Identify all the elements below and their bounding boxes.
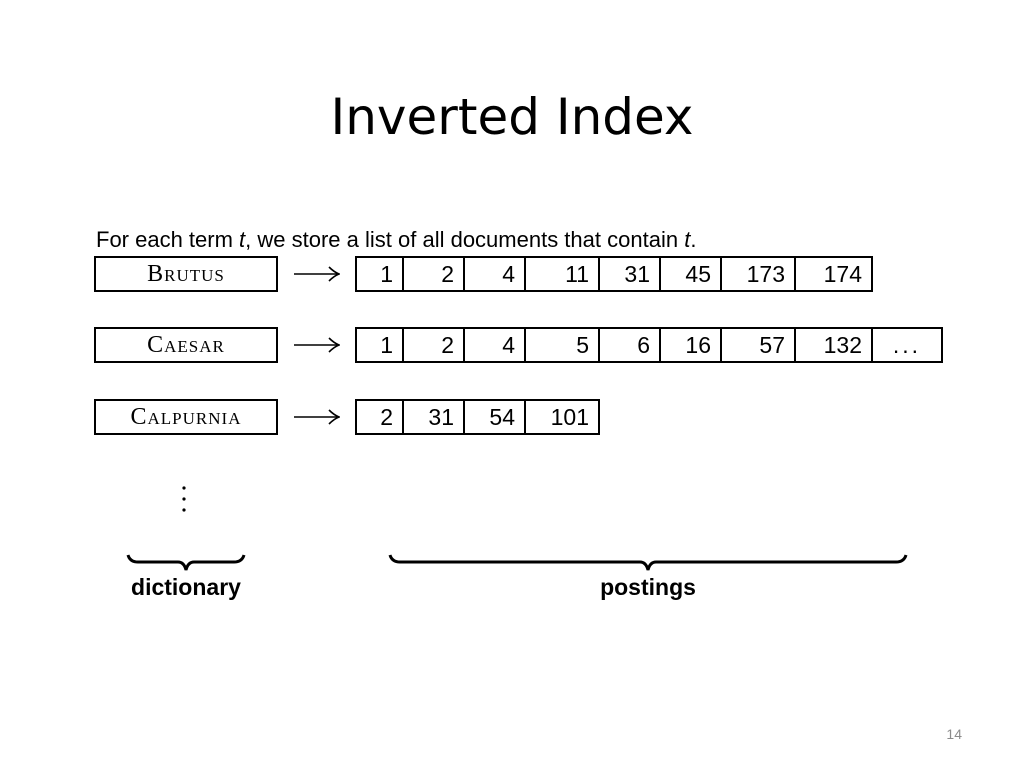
intro-sentence: For each term t, we store a list of all … (96, 226, 696, 254)
index-row-caesar: Caesar 1 2 4 5 6 16 57 132 ... (0, 327, 1024, 363)
slide-title: Inverted Index (330, 88, 694, 146)
posting-cell: 101 (526, 401, 600, 433)
arrow-right-icon (294, 266, 340, 282)
dictionary-brace-icon (126, 554, 246, 571)
dictionary-term-caesar: Caesar (94, 327, 278, 363)
postings-list-caesar: 1 2 4 5 6 16 57 132 ... (355, 327, 943, 363)
intro-text-after: . (690, 227, 697, 252)
posting-cell: 173 (722, 258, 796, 290)
posting-cell: 31 (600, 258, 661, 290)
posting-cell: 45 (661, 258, 722, 290)
postings-list-brutus: 1 2 4 11 31 45 173 174 (355, 256, 873, 292)
posting-cell: 2 (404, 329, 465, 361)
index-row-calpurnia: Calpurnia 2 31 54 101 (0, 399, 1024, 435)
intro-variable-t: t (684, 227, 691, 252)
posting-cell: 57 (722, 329, 796, 361)
postings-label: postings (600, 574, 696, 600)
dictionary-label: dictionary (131, 574, 241, 600)
posting-cell: 1 (357, 329, 404, 361)
postings-list-calpurnia: 2 31 54 101 (355, 399, 600, 435)
posting-cell: 4 (465, 258, 526, 290)
intro-text-before: For each term (96, 227, 240, 252)
dictionary-term-calpurnia: Calpurnia (94, 399, 278, 435)
posting-cell: 5 (526, 329, 600, 361)
dictionary-term-brutus: Brutus (94, 256, 278, 292)
posting-cell: 16 (661, 329, 722, 361)
posting-cell-ellipsis: ... (873, 329, 943, 361)
vertical-ellipsis-icon (182, 486, 186, 512)
posting-cell: 6 (600, 329, 661, 361)
arrow-right-icon (294, 337, 340, 353)
page-number: 14 (946, 726, 962, 742)
posting-cell: 31 (404, 401, 465, 433)
posting-cell: 2 (357, 401, 404, 433)
posting-cell: 174 (796, 258, 873, 290)
posting-cell: 1 (357, 258, 404, 290)
posting-cell: 54 (465, 401, 526, 433)
posting-cell: 4 (465, 329, 526, 361)
posting-cell: 132 (796, 329, 873, 361)
postings-brace-icon (388, 554, 908, 571)
index-row-brutus: Brutus 1 2 4 11 31 45 173 174 (0, 256, 1024, 292)
posting-cell: 11 (526, 258, 600, 290)
intro-variable-t: t (239, 227, 246, 252)
intro-text-middle: , we store a list of all documents that … (245, 227, 685, 252)
posting-cell: 2 (404, 258, 465, 290)
arrow-right-icon (294, 409, 340, 425)
